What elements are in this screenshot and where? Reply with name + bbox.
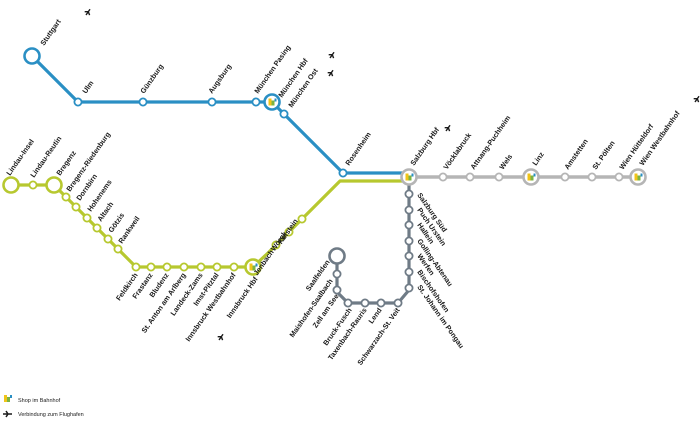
station-marker-st-poelten (587, 172, 597, 182)
stuttgart-terminus (23, 47, 41, 65)
airplane-icon (327, 69, 334, 77)
station-marker-golling (404, 236, 414, 246)
station-marker-rankweil (113, 244, 123, 254)
label-lend: Lend (366, 306, 383, 325)
station-marker-dornbirn (71, 202, 81, 212)
station-marker-ulm (73, 97, 83, 107)
label-wels: Wels (497, 152, 514, 171)
station-marker-puch-urstein (404, 205, 414, 215)
station-marker-jenbach (271, 240, 281, 250)
airplane-icon (693, 95, 700, 103)
station-marker-woergl (284, 227, 294, 237)
label-amstetten: Amstetten (562, 137, 590, 171)
label-st-poelten: St. Pölten (590, 139, 616, 171)
legend-shop-label: Shop im Bahnhof (18, 398, 61, 404)
shop-icon (527, 173, 536, 181)
station-marker-feldkirch (131, 262, 141, 272)
station-marker-muenchen-ost (279, 109, 289, 119)
label-ulm: Ulm (80, 79, 95, 95)
station-marker-kufstein (297, 214, 307, 224)
shop-icon (268, 98, 277, 106)
airplane-icon (444, 124, 451, 132)
legend: Shop im Bahnhof Verbindung zum Flughafen (3, 395, 84, 418)
station-marker-wien-huetteldorf (614, 172, 624, 182)
lindau-insel-terminus (2, 176, 20, 194)
shop-icon (249, 263, 258, 271)
label-rosenheim: Rosenheim (343, 130, 373, 167)
station-marker-salzburg-sued (404, 189, 414, 199)
station-marker-rosenheim (338, 168, 348, 178)
station-marker-lend (376, 298, 386, 308)
station-marker-st-anton (179, 262, 189, 272)
station-marker-taxenbach (360, 298, 370, 308)
station-marker-altach (92, 223, 102, 233)
station-marker-wels (494, 172, 504, 182)
station-marker-bludenz (162, 262, 172, 272)
airplane-icon (217, 333, 224, 341)
label-stuttgart: Stuttgart (38, 17, 63, 47)
station-marker-bischofshofen (404, 267, 414, 277)
bregenz-hub (45, 176, 63, 194)
station-marker-bregenz-riedenburg (61, 192, 71, 202)
airplane-icon (328, 51, 335, 59)
station-marker-guenzburg (138, 97, 148, 107)
station-marker-muenchen-pasing (251, 97, 261, 107)
line-salzburg-saalfelden (335, 175, 411, 305)
station-marker-imst (212, 262, 222, 272)
station-marker-ibk-west (229, 262, 239, 272)
label-salzburg-hbf: Salzburg Hbf (408, 125, 441, 167)
station-marker-zell-am-see (332, 285, 342, 295)
shop-icon (634, 173, 643, 181)
saalfelden-terminus (328, 247, 346, 265)
station-marker-goetzis (103, 234, 113, 244)
legend-airport-label: Verbindung zum Flughafen (18, 412, 84, 418)
shop-icon (4, 395, 12, 402)
station-marker-augsburg (207, 97, 217, 107)
line-lindau-salzburg (9, 179, 411, 269)
station-marker-voecklabruck (438, 172, 448, 182)
station-marker-attnang (465, 172, 475, 182)
label-linz: Linz (530, 150, 546, 167)
station-marker-bruck-fusch (343, 298, 353, 308)
station-marker-st-johann (404, 283, 414, 293)
station-marker-landeck (196, 262, 206, 272)
station-marker-schwarzach (393, 298, 403, 308)
station-marker-hohenems (82, 213, 92, 223)
airplane-icon (3, 410, 12, 418)
shop-icon (405, 173, 414, 181)
station-marker-frastanz (146, 262, 156, 272)
label-augsburg: Augsburg (206, 62, 233, 95)
station-marker-lindau-reutin (28, 180, 38, 190)
station-marker-amstetten (560, 172, 570, 182)
station-marker-hallein (404, 220, 414, 230)
station-marker-maishofen (332, 269, 342, 279)
label-guenzburg: Günzburg (138, 62, 165, 95)
airplane-icon (84, 8, 91, 16)
station-marker-werfen (404, 251, 414, 261)
